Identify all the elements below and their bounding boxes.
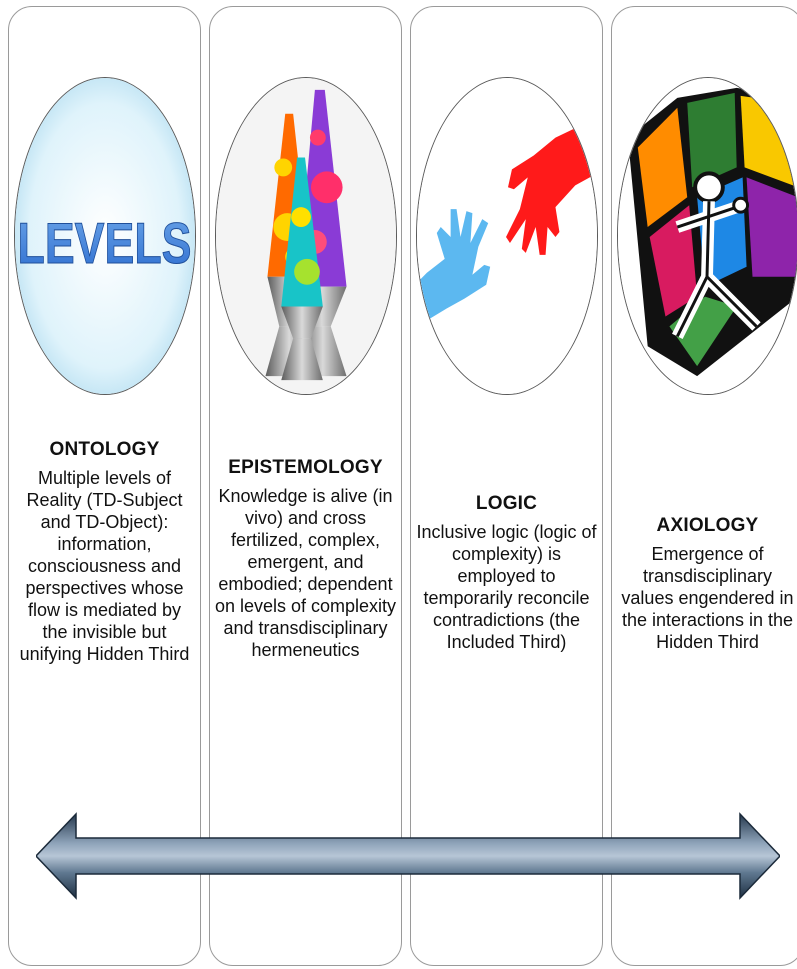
panel-description: Emergence of transdisciplinary values en… — [621, 544, 794, 652]
panel-title: ONTOLOGY — [49, 439, 160, 460]
panel-ontology: LEVELS ONTOLOGY Multiple levels of Reali… — [8, 6, 201, 966]
levels-text: LEVELS — [17, 210, 191, 275]
levels-image: LEVELS — [13, 77, 196, 395]
panel-title: AXIOLOGY — [656, 515, 759, 536]
lava-lamps-image — [214, 77, 397, 395]
panel-title: EPISTEMOLOGY — [228, 457, 383, 478]
double-arrow-icon — [36, 812, 780, 900]
panel-axiology: AXIOLOGY Emergence of transdisciplinary … — [611, 6, 797, 966]
panel-description: Inclusive logic (logic of complexity) is… — [416, 522, 597, 652]
panel-title: LOGIC — [475, 493, 538, 514]
panel-logic: LOGIC Inclusive logic (logic of complexi… — [410, 6, 603, 966]
panel-epistemology: EPISTEMOLOGY Knowledge is alive (in vivo… — [209, 6, 402, 966]
reaching-hands-image — [415, 77, 598, 395]
panel-description: Knowledge is alive (in vivo) and cross f… — [214, 486, 397, 660]
rainbow-figure-image — [616, 77, 797, 395]
panel-description: Multiple levels of Reality (TD-Subject a… — [19, 468, 190, 664]
